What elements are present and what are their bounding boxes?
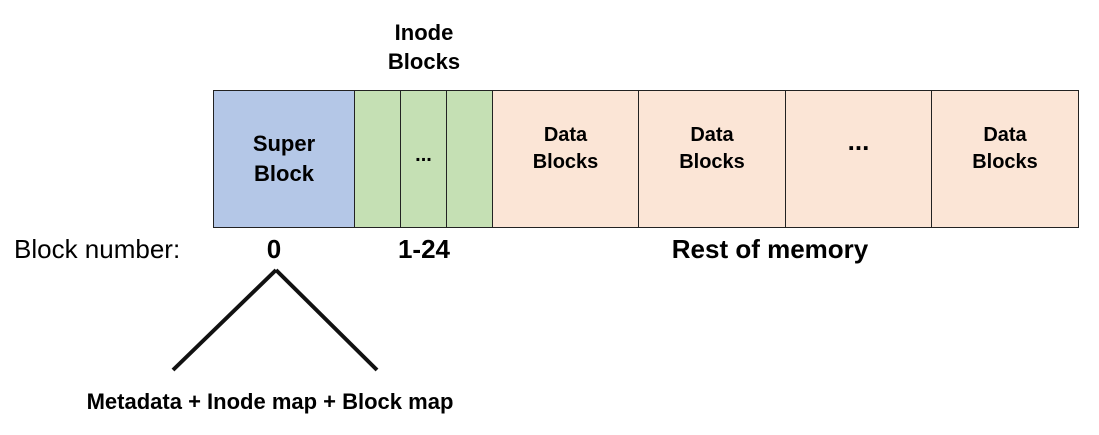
data-block-label: Data Blocks [533, 122, 599, 176]
inode-heading-line-1: Inode [394, 20, 454, 45]
super-block-contents: Metadata + Inode map + Block map [86, 389, 454, 414]
data-block-cell: Data Blocks [638, 90, 786, 228]
super-block: Super Block [213, 90, 355, 228]
super-block-label-line-1: Super [252, 131, 316, 156]
data-block-ellipsis-text: ... [847, 125, 870, 156]
super-block-label: Super Block [253, 129, 315, 189]
breakdown-line-left [171, 268, 278, 372]
data-block-label: Data Blocks [972, 122, 1038, 176]
data-block-label-line-1: Data [983, 124, 1027, 146]
data-block-label-line-2: Blocks [679, 151, 745, 173]
inode-block-cell: ... [400, 90, 447, 228]
breakdown-line-right [274, 268, 379, 372]
data-block-ellipsis: ... [847, 125, 870, 156]
data-block-label-line-2: Blocks [972, 151, 1038, 173]
inode-block-range: 1-24 [397, 234, 451, 264]
data-block-label-line-2: Blocks [532, 151, 599, 173]
super-block-label-line-2: Block [254, 161, 314, 186]
data-block-label-line-1: Data [690, 124, 734, 146]
block-number-label: Block number: [14, 234, 181, 264]
inode-heading-line-2: Blocks [387, 49, 461, 74]
data-block-range: Rest of memory [671, 234, 869, 264]
data-block-cell: Data Blocks [931, 90, 1079, 228]
super-block-number: 0 [266, 234, 282, 264]
inode-block-cell [354, 90, 401, 228]
inode-blocks-heading: Inode Blocks [374, 18, 474, 76]
data-block-label-line-1: Data [543, 124, 588, 146]
inode-block-cell [446, 90, 493, 228]
data-block-cell-ellipsis: ... [785, 90, 932, 228]
data-block-label: Data Blocks [679, 122, 745, 176]
inode-ellipsis: ... [415, 143, 432, 166]
data-block-cell: Data Blocks [492, 90, 639, 228]
